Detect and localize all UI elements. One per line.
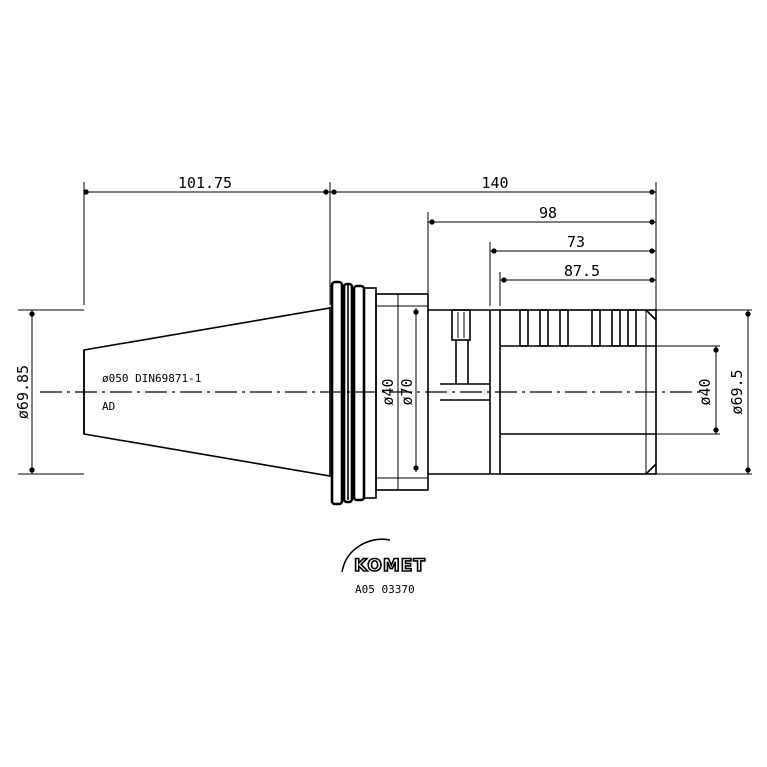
dimension-lines xyxy=(31,191,749,474)
logo-code: A05 03370 xyxy=(355,583,415,596)
dim-dia-flange-b: ø70 xyxy=(398,378,416,405)
dim-101-75: 101.75 xyxy=(178,174,232,192)
flange xyxy=(330,280,377,506)
dim-87-5: 87.5 xyxy=(564,262,600,280)
dim-dia-bore: ø40 xyxy=(696,378,714,405)
dim-dia-body: ø69.5 xyxy=(728,369,746,414)
neck xyxy=(428,309,500,475)
body xyxy=(499,309,657,475)
taper-label-1: ø050 DIN69871-1 xyxy=(102,372,201,385)
dimension-terminators xyxy=(29,189,751,473)
extension-lines xyxy=(18,182,752,475)
taper-shank xyxy=(83,307,331,477)
dim-98: 98 xyxy=(539,204,557,222)
logo-brand: KOMET xyxy=(354,556,426,576)
komet-logo: KOMET A05 03370 xyxy=(341,538,450,596)
logo-box-icon xyxy=(352,553,450,573)
dim-dia-flange-a: ø40 xyxy=(379,378,397,405)
dim-73: 73 xyxy=(567,233,585,251)
dim-140: 140 xyxy=(481,174,508,192)
taper-label-2: AD xyxy=(102,400,115,413)
dim-dia-left: ø69.85 xyxy=(14,365,32,419)
collar xyxy=(375,293,429,491)
logo-swoosh-icon xyxy=(341,538,391,573)
